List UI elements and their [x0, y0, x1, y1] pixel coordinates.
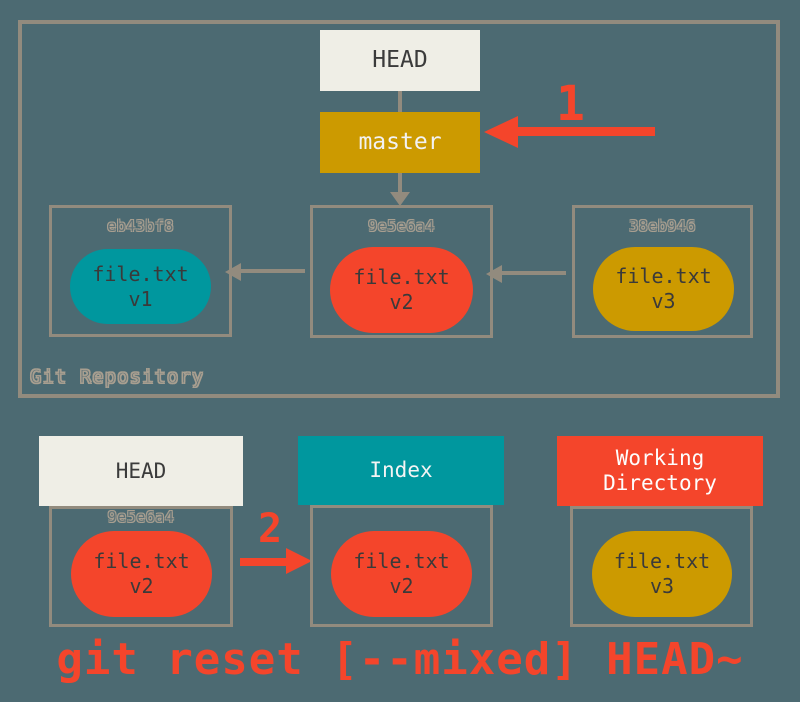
blob-version: v2: [389, 290, 414, 314]
tree-head-header: HEAD: [39, 436, 243, 506]
blob-version: v3: [649, 574, 675, 598]
annotation-arrow-2-shaft: [240, 558, 290, 566]
repo-branch-master-label: master: [358, 128, 442, 155]
git-repository-label: Git Repository: [29, 366, 205, 389]
blob-filename: file.txt: [615, 264, 712, 288]
annotation-arrow-1-shaft: [516, 127, 655, 136]
commit-sha-label: 9e5e6a4: [368, 217, 435, 235]
commit-blob-v3: file.txt v3: [593, 247, 734, 331]
tree-head-box: [49, 506, 233, 627]
commit-blob-v2: file.txt v2: [330, 247, 473, 333]
annotation-arrow-1-head-icon: [484, 116, 518, 148]
command-caption: git reset [--mixed] HEAD~: [56, 634, 744, 685]
blob-filename: file.txt: [353, 265, 450, 289]
annotation-step-1-label: 1: [556, 76, 585, 132]
tree-head-sha-label: 9e5e6a4: [107, 508, 175, 526]
connector-head-to-master: [398, 91, 402, 112]
blob-version: v2: [129, 574, 154, 598]
arrow-down-icon: [390, 192, 410, 206]
tree-working-directory-header: Working Directory: [557, 436, 763, 506]
tree-head-label: HEAD: [115, 458, 167, 483]
git-repository-frame: [18, 20, 780, 398]
blob-filename: file.txt: [93, 549, 190, 573]
blob-version: v3: [651, 289, 676, 313]
blob-filename: file.txt: [353, 549, 450, 573]
commit-sha-label: eb43bf8: [107, 217, 174, 235]
blob-filename: file.txt: [92, 261, 189, 286]
connector-master-to-commit: [398, 173, 402, 198]
tree-index-box: [310, 505, 493, 627]
blob-version: v2: [389, 574, 414, 598]
commit-blob-v1: file.txt v1: [70, 249, 211, 324]
tree-index-blob: file.txt v2: [331, 531, 472, 617]
tree-working-directory-blob: file.txt v3: [592, 531, 732, 617]
tree-working-directory-box: [570, 506, 753, 627]
arrow-left-icon: [225, 263, 241, 281]
arrow-left-icon: [486, 265, 502, 283]
commit-box-38eb946: 38eb946: [572, 205, 753, 338]
tree-working-directory-label-line1: Working: [615, 446, 705, 471]
blob-version: v1: [128, 286, 153, 311]
annotation-arrow-2-head-icon: [286, 548, 312, 574]
tree-working-directory-label-line2: Directory: [603, 471, 717, 495]
tree-index-label: Index: [369, 458, 433, 483]
repo-head-label: HEAD: [372, 46, 428, 73]
connector-commit2-to-commit1: [239, 269, 305, 273]
repo-head-box: HEAD: [320, 30, 480, 91]
tree-head-blob: file.txt v2: [71, 531, 212, 617]
blob-filename: file.txt: [613, 549, 711, 573]
commit-sha-label: 38eb946: [629, 217, 696, 235]
connector-commit3-to-commit2: [500, 271, 566, 275]
annotation-step-2-label: 2: [258, 506, 283, 552]
tree-index-header: Index: [298, 436, 504, 505]
repo-branch-master-box: master: [320, 112, 480, 173]
